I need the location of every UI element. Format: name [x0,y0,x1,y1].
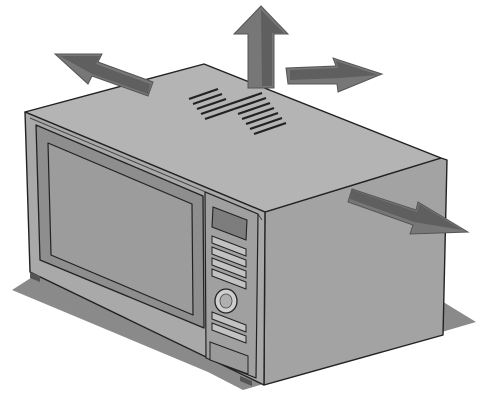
airflow-arrow-right [347,188,470,235]
control-buttons [211,235,247,344]
display-screen [211,206,248,241]
oven-foot [30,272,40,282]
control-button [211,246,247,268]
oven-foot [240,376,252,386]
control-button [211,268,247,290]
vent-grille [188,87,287,136]
door-window [47,142,194,316]
airflow-arrow-back-left [53,53,154,97]
control-button [211,235,247,257]
control-button [211,257,247,279]
dial-knob-inner [219,293,233,309]
airflow-arrow-up [232,5,290,89]
door-release-panel [209,341,249,375]
control-button [211,311,247,333]
control-button [211,322,247,344]
airflow-arrow-back-right [285,57,384,93]
